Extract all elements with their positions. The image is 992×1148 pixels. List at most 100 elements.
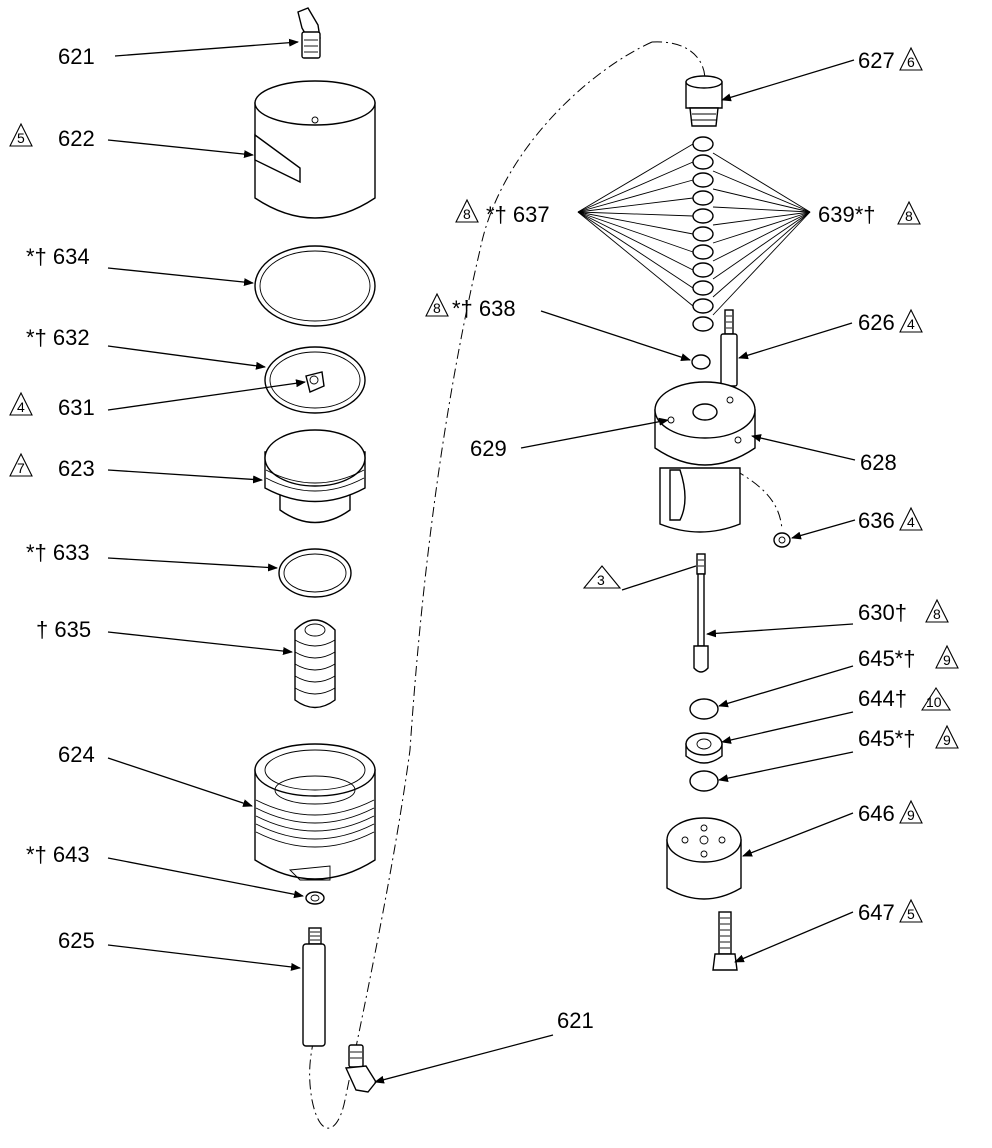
- note-triangle-626: 4: [899, 308, 923, 333]
- note-triangle-637: 8: [455, 198, 479, 223]
- fan-leaders-639: [712, 152, 811, 316]
- note-triangle-622: 5: [9, 122, 33, 147]
- fitting-627: [685, 75, 723, 127]
- svg-text:9: 9: [943, 732, 951, 748]
- svg-text:9: 9: [943, 652, 951, 668]
- callout-637: *† 637: [486, 202, 550, 227]
- note-triangle-3: 3: [582, 565, 622, 589]
- cap-622: [254, 80, 376, 219]
- fitting-636: [773, 532, 791, 548]
- note-triangle-638: 8: [425, 292, 449, 317]
- svg-text:3: 3: [597, 572, 605, 588]
- callout-621-top: 621: [58, 44, 95, 69]
- leader-622: [107, 139, 254, 159]
- svg-text:10: 10: [926, 694, 942, 710]
- leader-636: [791, 519, 856, 540]
- seal-638: [691, 354, 711, 370]
- callout-645-bottom: 645*†: [858, 726, 916, 751]
- leader-623: [107, 469, 263, 484]
- svg-text:5: 5: [907, 906, 915, 922]
- callout-622: 622: [58, 126, 95, 151]
- leader-621-bottom: [374, 1034, 554, 1084]
- block-646: [666, 817, 742, 900]
- fan-leaders-637: [577, 143, 694, 307]
- svg-text:9: 9: [907, 807, 915, 823]
- spring-635: [294, 619, 336, 709]
- elbow-fitting-621-bottom: [344, 1044, 377, 1093]
- svg-text:4: 4: [907, 514, 915, 530]
- fitting-631: [305, 371, 325, 393]
- note-triangle-623: 7: [9, 452, 33, 477]
- callout-623: 623: [58, 456, 95, 481]
- leader-624: [107, 757, 253, 807]
- bolt-647: [712, 911, 738, 971]
- tube-path-right: [734, 469, 783, 531]
- leader-628: [751, 434, 856, 461]
- callout-631: 631: [58, 395, 95, 420]
- housing-624: [254, 743, 376, 881]
- piston-623: [264, 429, 366, 524]
- note-triangle-631: 4: [9, 391, 33, 416]
- leader-621-top: [114, 38, 299, 57]
- leader-643: [107, 857, 304, 899]
- stud-626: [720, 309, 738, 387]
- callout-626: 626: [858, 310, 895, 335]
- callout-646: 646: [858, 801, 895, 826]
- rod-625: [302, 927, 326, 1047]
- callout-639: 639*†: [818, 202, 876, 227]
- valve-seat-644: [685, 732, 723, 764]
- leader-631: [107, 379, 306, 411]
- leader-625: [107, 944, 301, 971]
- callout-644: 644†: [858, 686, 907, 711]
- note-triangle-627: 6: [899, 46, 923, 71]
- callout-643: *† 643: [26, 842, 90, 867]
- tube-path: [309, 41, 706, 1129]
- leader-630: [706, 623, 854, 638]
- leader-633: [107, 557, 278, 572]
- note-triangle-630: 8: [925, 598, 949, 623]
- leader-644: [721, 711, 854, 744]
- svg-text:8: 8: [905, 208, 913, 224]
- svg-text:5: 5: [17, 130, 25, 146]
- callout-621-bottom: 621: [557, 1008, 594, 1033]
- leader-645a: [718, 665, 854, 708]
- o-ring-645-bottom: [689, 770, 719, 792]
- svg-text:8: 8: [463, 206, 471, 222]
- callout-632: *† 632: [26, 325, 90, 350]
- svg-text:4: 4: [907, 316, 915, 332]
- callout-636: 636: [858, 508, 895, 533]
- leader-647: [734, 911, 854, 963]
- o-ring-645-top: [689, 698, 719, 720]
- callout-635: † 635: [36, 617, 91, 642]
- callout-634: *† 634: [26, 244, 90, 269]
- callout-627: 627: [858, 48, 895, 73]
- leader-646: [742, 812, 854, 857]
- note-triangle-644: 10: [920, 686, 952, 711]
- callout-645-top: 645*†: [858, 646, 916, 671]
- callout-624: 624: [58, 742, 95, 767]
- rod-630: [693, 553, 709, 673]
- o-ring-634: [254, 245, 376, 327]
- callout-629: 629: [470, 436, 507, 461]
- leader-638: [540, 310, 691, 361]
- callout-638: *† 638: [452, 296, 516, 321]
- leader-645b: [718, 751, 854, 783]
- svg-text:7: 7: [17, 460, 25, 476]
- elbow-fitting-621-top: [297, 7, 321, 59]
- manifold-block-628: [654, 381, 756, 533]
- svg-text:8: 8: [433, 300, 441, 316]
- svg-text:6: 6: [907, 54, 915, 70]
- note-triangle-645-bottom: 9: [935, 724, 959, 749]
- svg-text:8: 8: [933, 606, 941, 622]
- leader-634: [107, 267, 254, 287]
- leader-626: [738, 322, 853, 360]
- callout-628: 628: [860, 450, 897, 475]
- leader-629: [520, 417, 669, 449]
- leader-632: [107, 345, 266, 370]
- seal-stack-637-639: [692, 136, 714, 332]
- note-triangle-636: 4: [899, 506, 923, 531]
- callout-625: 625: [58, 928, 95, 953]
- note-triangle-646: 9: [899, 799, 923, 824]
- leader-635: [107, 631, 293, 656]
